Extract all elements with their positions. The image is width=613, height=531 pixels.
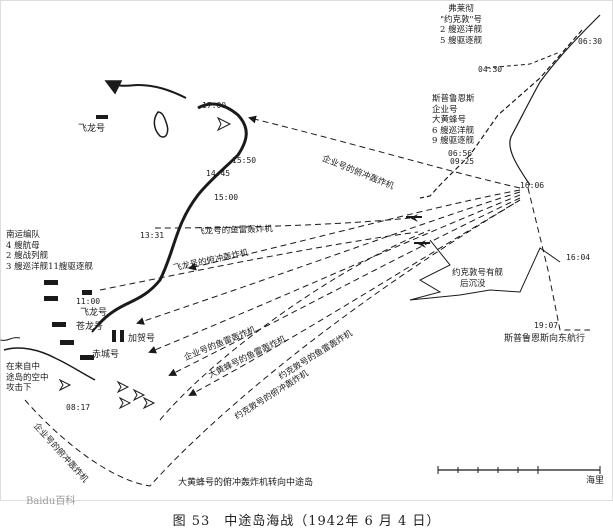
aircraft-outline-icon [118,396,132,410]
ship-kaga: 加贺号 [128,334,156,344]
us-track-spruance [419,29,583,199]
time-1550: 15:50 [232,156,257,165]
nagumo-block: 南运编队 4 艘航母 2 艘战列舰 3 艘巡洋舰11艘驱逐舰 [6,230,93,272]
ship-icon [112,330,116,342]
route-enterprise-torpedo [136,191,521,325]
japanese-track-upper [104,80,187,99]
aircraft-outline-icon [142,396,156,410]
left-track [3,347,96,381]
ship-soryu: 苍龙号 [76,322,104,332]
spruance-block: 斯普鲁恩斯 企业号 大黄蜂号 6 艘巡洋舰 9 艘驱逐舰 [432,94,475,147]
aircraft-outline-icon [216,116,232,132]
aircraft-outline-icon [132,388,146,402]
time-1100: 11:00 [76,297,101,306]
ship-icons [44,115,124,360]
us-track-fletcher-2 [485,51,561,69]
spruance-line: 企业号 [432,104,458,115]
route-label-hornet-turn: 大黄蜂号的俯冲轰炸机转向中途岛 [178,478,314,488]
fletcher-line: "约克敦"号 [440,14,482,25]
ship-icon [44,280,58,285]
ship-icon [52,322,66,327]
time-1907: 19:07 [534,321,559,330]
island-outline [153,111,169,138]
time-1445: 14:45 [206,169,231,178]
fletcher-line: 5 艘驱逐舰 [440,35,483,46]
time-0430: 04:30 [478,65,503,74]
spruance-line: 6 艘巡洋舰 [432,125,475,136]
spruance-line: 大黄蜂号 [432,115,467,125]
ship-hiryu-top: 飞龙号 [78,124,106,134]
fletcher-line: 2 艘巡洋舰 [440,25,483,35]
route-hiryu-dive [99,231,419,291]
route-yorktown-torpedo [168,197,521,376]
fletcher-title: 弗莱彻 [448,4,474,14]
ship-icon [82,290,92,295]
time-0925: 09:25 [450,157,475,166]
route-hornet-torpedo [148,194,521,354]
route-enterprise-dive-bottom [24,199,521,487]
route-yorktown-dive [188,199,521,396]
nagumo-title: 南运编队 [6,230,41,240]
route-spruance-east [527,187,590,331]
nagumo-line: 2 艘战列舰 [6,251,49,261]
ship-icon [60,340,74,345]
route-enterprise-dive-top [248,115,521,189]
scale-label: 海里 [586,476,605,486]
route-hiryu-torpedo [154,217,411,229]
time-0656: 06:56 [448,149,473,158]
time-0630: 06:30 [578,37,603,46]
watermark: Baidu百科 [26,496,76,507]
yorktown-damaged-label: 约克敦号有舰 后沉没 [452,268,504,289]
time-1700: 17:00 [202,101,227,110]
aircraft-outline-icons [58,116,232,410]
route-return-upper [188,189,521,271]
time-1331: 13:31 [140,231,165,240]
japanese-fleet-track [96,102,248,326]
spruance-title: 斯普鲁恩斯 [432,94,475,104]
coast-left [0,337,21,341]
aircraft-icons [406,214,430,248]
nagumo-line: 4 艘航母 [6,240,40,251]
time-1604: 16:04 [566,253,591,262]
time-1500: 15:00 [214,193,239,202]
ship-icon [80,355,94,360]
spruance-line: 9 艘驱逐舰 [432,136,475,146]
midway-attack-label: 在来自中 途岛的空中 攻击下 [6,362,49,393]
aircraft-outline-icon [58,378,72,392]
aircraft-icon [406,214,422,222]
japanese-track-left [91,324,99,333]
time-1606: 16:06 [520,181,545,190]
yorktown-track [409,239,561,301]
nagumo-line: 3 艘巡洋舰11艘驱逐舰 [6,261,93,272]
route-hornet-turn [159,229,431,421]
time-0817: 08:17 [66,403,91,412]
fletcher-block: 弗莱彻 "约克敦"号 2 艘巡洋舰 5 艘驱逐舰 [440,4,482,46]
aircraft-icon [414,240,430,248]
ship-icon [120,330,124,342]
us-track-fletcher [509,14,601,186]
route-label-spruance-east: 斯普鲁恩斯向东航行 [504,334,586,344]
ship-hiryu: 飞龙号 [80,308,108,318]
ship-icon [44,296,58,301]
ship-akagi: 赤城号 [92,350,120,360]
ship-icon [96,115,108,119]
figure-caption: 图 53 中途岛海战（1942年 6 月 4 日） [172,514,441,529]
aircraft-outline-icon [116,380,130,394]
